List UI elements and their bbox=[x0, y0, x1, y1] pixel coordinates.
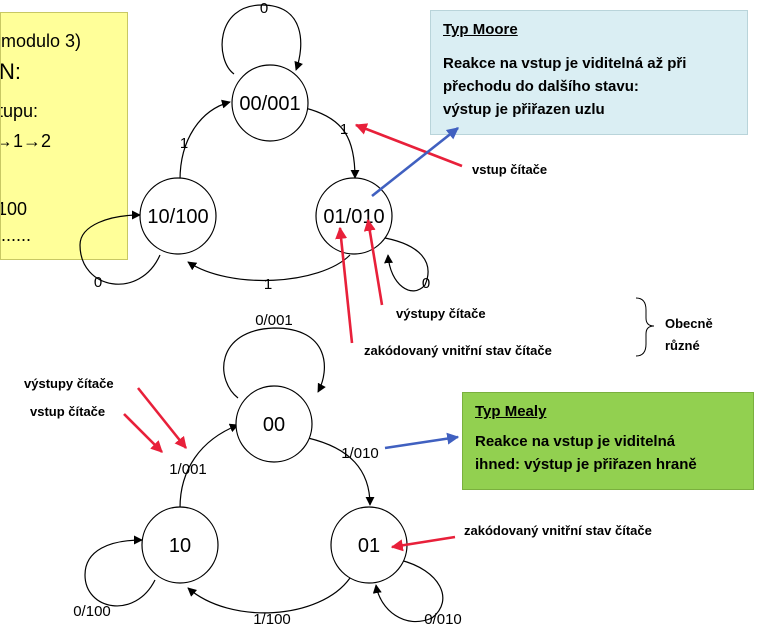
context-line-6: 100 bbox=[0, 199, 28, 219]
moore-edge-label-00-self: 0 bbox=[260, 0, 268, 17]
moore-anno-state: zakódovaný vnitřní stav čítače bbox=[364, 343, 552, 358]
mealy-anno-outputs: výstupy čítače bbox=[24, 376, 114, 391]
mealy-arrow-state bbox=[390, 535, 456, 552]
mealy-anno-input: vstup čítače bbox=[30, 404, 105, 419]
context-line-3: stupu: bbox=[1, 101, 39, 121]
moore-arrow-input bbox=[354, 123, 463, 168]
mealy-edge-label-10-00: 1/001 bbox=[169, 461, 207, 478]
moore-edge-label-01-self: 0 bbox=[422, 275, 430, 292]
mealy-edge-label-01-10: 1/100 bbox=[253, 611, 291, 628]
moore-arrow-state bbox=[335, 226, 354, 344]
context-line-7: ...... bbox=[1, 225, 32, 245]
mealy-edge-10-self bbox=[84, 535, 156, 607]
mealy-state-01-label: 01 bbox=[358, 535, 380, 557]
moore-state-00 bbox=[231, 64, 309, 142]
context-line-2: N: bbox=[0, 59, 21, 84]
mealy-state-10 bbox=[141, 506, 219, 584]
mealy-box-title: Typ Mealy bbox=[475, 403, 547, 420]
mealy-info-box: Typ Mealy Reakce na vstup je viditelná i… bbox=[462, 392, 754, 490]
mealy-edge-10-00 bbox=[179, 423, 239, 509]
moore-edge-01-10 bbox=[187, 254, 351, 282]
brace-note-line-1: Obecně bbox=[665, 316, 713, 331]
mealy-arrow-to-box bbox=[384, 432, 460, 450]
mealy-edge-label-10-self: 0/100 bbox=[73, 603, 111, 620]
moore-edge-label-00-01: 1 bbox=[340, 121, 348, 138]
moore-state-01-label: 01/010 bbox=[323, 206, 384, 228]
moore-state-00-label: 00/001 bbox=[239, 93, 300, 115]
moore-edge-label-10-00: 1 bbox=[180, 135, 188, 152]
moore-box-line-1: Reakce na vstup je viditelná až při bbox=[443, 55, 687, 72]
moore-state-10 bbox=[139, 177, 217, 255]
moore-info-box: Typ Moore Reakce na vstup je viditelná a… bbox=[430, 10, 748, 135]
context-note-box: modulo 3) N: stupu: →1→2 100 ...... bbox=[0, 12, 128, 260]
mealy-edge-label-00-01: 1/010 bbox=[341, 445, 379, 462]
mealy-diagram: 00 01 10 0/001 1/010 1/100 1/001 0/100 0… bbox=[24, 312, 652, 628]
moore-arrow-outputs bbox=[363, 218, 384, 306]
context-line-4: →1→2 bbox=[0, 131, 52, 151]
moore-state-10-label: 10/100 bbox=[147, 206, 208, 228]
mealy-state-00 bbox=[235, 385, 313, 463]
moore-edge-01-self bbox=[384, 237, 429, 292]
mealy-edge-00-self bbox=[223, 327, 326, 399]
moore-box-line-2: přechodu do dalšího stavu: bbox=[443, 78, 639, 95]
moore-edge-10-00 bbox=[179, 99, 231, 181]
moore-diagram: 00/001 10/100 01/010 0 1 1 1 0 0 vstup č… bbox=[79, 0, 552, 358]
brace-note-line-2: různé bbox=[665, 338, 700, 353]
mealy-edge-label-01-self: 0/010 bbox=[424, 611, 462, 628]
mealy-edge-label-00-self: 0/001 bbox=[255, 312, 293, 329]
moore-edge-00-01 bbox=[304, 107, 360, 179]
mealy-box-line-1: Reakce na vstup je viditelná bbox=[475, 433, 676, 450]
mealy-state-00-label: 00 bbox=[263, 414, 285, 436]
moore-edge-10-self bbox=[79, 210, 161, 285]
mealy-edge-00-01 bbox=[307, 437, 375, 506]
moore-anno-input: vstup čítače bbox=[472, 162, 547, 177]
mealy-box-line-2: ihned: výstup je přiřazen hraně bbox=[475, 456, 697, 473]
moore-edge-label-10-self: 0 bbox=[94, 274, 102, 291]
moore-box-line-3: výstup je přiřazen uzlu bbox=[443, 101, 605, 118]
mealy-state-10-label: 10 bbox=[169, 535, 191, 557]
brace bbox=[635, 297, 655, 357]
mealy-edge-01-self bbox=[372, 559, 444, 623]
moore-state-01 bbox=[315, 177, 393, 255]
mealy-arrow-input bbox=[123, 413, 163, 453]
moore-edge-00-self bbox=[221, 4, 303, 75]
context-line-1: modulo 3) bbox=[1, 31, 82, 51]
moore-arrow-to-box bbox=[371, 126, 459, 198]
moore-anno-outputs: výstupy čítače bbox=[396, 306, 486, 321]
mealy-edge-01-10 bbox=[187, 577, 351, 614]
moore-box-title: Typ Moore bbox=[443, 21, 518, 38]
moore-edge-label-01-10: 1 bbox=[264, 276, 272, 293]
mealy-arrow-outputs bbox=[136, 387, 188, 449]
mealy-anno-state: zakódovaný vnitřní stav čítače bbox=[464, 523, 652, 538]
